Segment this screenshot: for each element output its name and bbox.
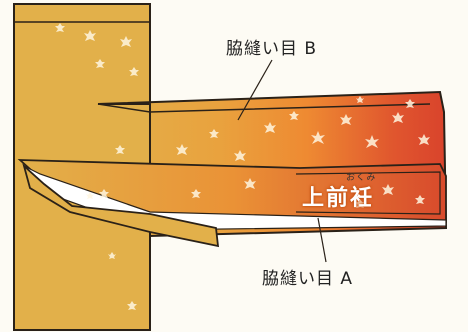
- front-hem-flap: [22, 163, 220, 248]
- side-seam-a-label: 脇縫い目 A: [262, 269, 354, 289]
- maple-leaf-pattern: [55, 23, 430, 310]
- front-panel-label: 上前衽: [302, 186, 375, 211]
- side-seam-b-leader: [237, 59, 273, 121]
- front-panel-reading: おくみ: [346, 173, 377, 183]
- side-seam-b-line: [97, 103, 431, 113]
- side-seam-a-leader: [317, 217, 327, 263]
- front-panel-inner-edge: [295, 171, 441, 215]
- side-seam-b-label: 脇縫い目 B: [226, 39, 318, 59]
